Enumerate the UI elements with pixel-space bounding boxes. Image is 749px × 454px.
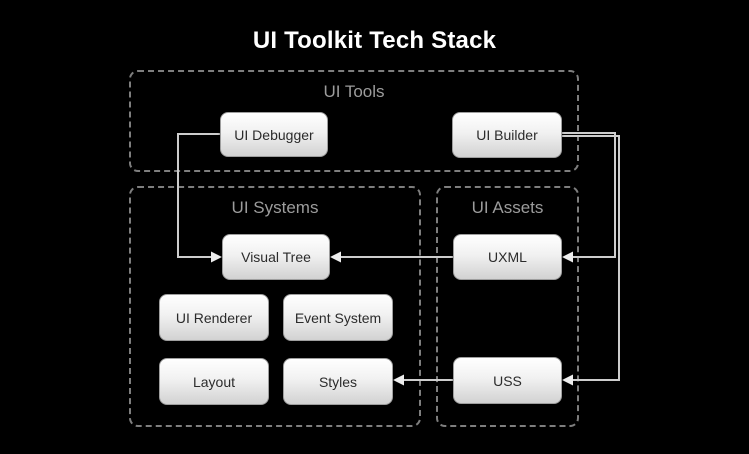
node-styles: Styles <box>283 358 393 405</box>
node-event-system-label: Event System <box>294 309 382 326</box>
node-visual-tree: Visual Tree <box>222 234 330 280</box>
node-layout: Layout <box>159 358 269 405</box>
node-ui-builder-label: UI Builder <box>476 127 538 143</box>
node-ui-debugger-label: UI Debugger <box>234 126 314 143</box>
node-uxml: UXML <box>453 234 562 280</box>
page-title: UI Toolkit Tech Stack <box>252 27 497 54</box>
group-label-ui-tools: UI Tools <box>323 82 385 101</box>
node-event-system: Event System <box>283 294 393 341</box>
node-uss-label: USS <box>493 372 522 389</box>
node-ui-renderer-label: UI Renderer <box>175 309 253 326</box>
node-styles-label: Styles <box>318 373 358 390</box>
node-visual-tree-label: Visual Tree <box>241 249 311 265</box>
node-uxml-label: UXML <box>488 249 527 265</box>
node-layout-label: Layout <box>192 373 236 390</box>
node-ui-builder: UI Builder <box>452 112 562 158</box>
group-label-ui-systems: UI Systems <box>231 198 319 217</box>
node-ui-debugger: UI Debugger <box>220 112 328 157</box>
node-ui-renderer: UI Renderer <box>159 294 269 341</box>
group-ui-tools <box>129 70 579 172</box>
group-label-ui-assets: UI Assets <box>471 198 544 217</box>
group-ui-systems <box>129 186 421 427</box>
node-uss: USS <box>453 357 562 404</box>
